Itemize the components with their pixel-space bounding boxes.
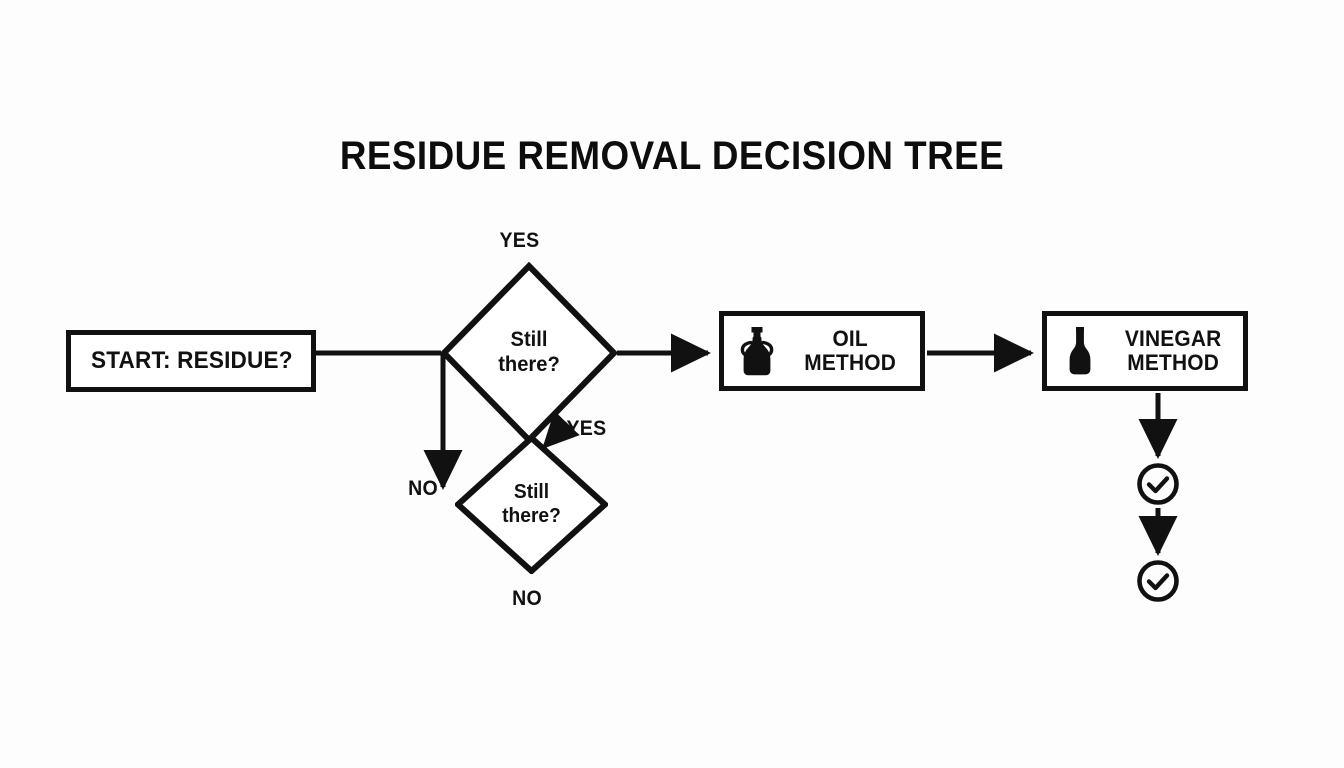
node-vinegar-method[interactable]: VINEGAR METHOD: [1042, 311, 1248, 391]
oil-cruet-icon: [740, 327, 774, 376]
node-start-label: START: RESIDUE?: [91, 347, 293, 374]
diamond-shape: [453, 433, 610, 576]
node-oil-method-label: OIL METHOD: [789, 327, 916, 375]
edge-label-no-left: NO: [408, 477, 438, 500]
node-oil-method[interactable]: OIL METHOD: [719, 311, 925, 391]
node-vinegar-method-label: VINEGAR METHOD: [1112, 327, 1239, 375]
node-oil-method-line2: METHOD: [804, 350, 897, 375]
check-circle-icon[interactable]: [1136, 559, 1180, 603]
page-title: RESIDUE REMOVAL DECISION TREE: [339, 134, 1005, 178]
node-vinegar-method-line2: METHOD: [1127, 350, 1220, 375]
edge-label-yes-middle: YES: [566, 417, 607, 440]
edge-label-yes-top: YES: [499, 229, 540, 252]
node-oil-method-line1: OIL: [832, 326, 868, 352]
check-circle-icon[interactable]: [1136, 462, 1180, 506]
node-start[interactable]: START: RESIDUE?: [66, 330, 316, 392]
vinegar-bottle-icon: [1069, 327, 1091, 375]
node-vinegar-method-line1: VINEGAR: [1124, 326, 1222, 352]
edge-label-no-bottom: NO: [512, 587, 542, 610]
node-decision-2[interactable]: Still there?: [453, 433, 610, 576]
